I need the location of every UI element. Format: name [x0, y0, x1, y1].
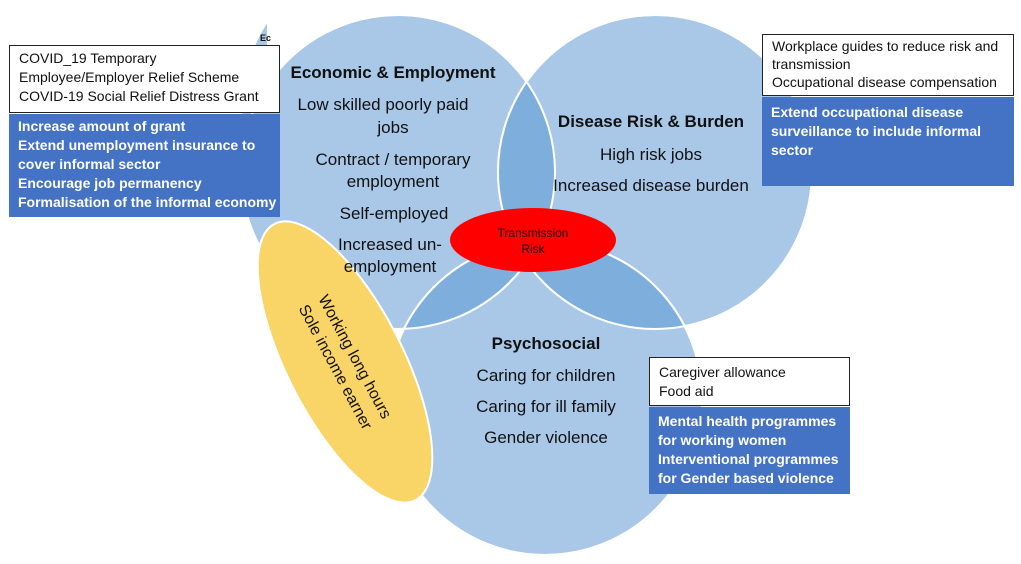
- psychosocial-proposed-measure: Interventional programmes: [658, 451, 839, 467]
- psychosocial-item: Caring for children: [477, 366, 616, 385]
- transmission-risk-line2: Risk: [521, 242, 545, 256]
- economic-existing-measure: COVID_19 Temporary: [19, 50, 157, 66]
- overlap-disease-psychosocial: [498, 241, 702, 329]
- economic-existing-measure: Employee/Employer Relief Scheme: [19, 69, 240, 85]
- transmission-risk-line1: Transmission: [498, 226, 569, 240]
- psychosocial-existing-measure: Food aid: [659, 383, 714, 399]
- psychosocial-proposed-measures-box: Mental health programmes for working wom…: [649, 407, 850, 494]
- psychosocial-existing-measures-box: Caregiver allowance Food aid: [649, 357, 850, 406]
- disease-item: Increased disease burden: [553, 176, 749, 195]
- economic-proposed-measure: Extend unemployment insurance to: [18, 137, 256, 153]
- economic-existing-measure: COVID-19 Social Relief Distress Grant: [19, 88, 259, 104]
- economic-proposed-measure: Formalisation of the informal economy: [18, 194, 277, 210]
- disease-existing-measure: Workplace guides to reduce risk and: [772, 38, 999, 54]
- transmission-risk-ellipse: [450, 208, 616, 272]
- economic-proposed-measure: Encourage job permanency: [18, 175, 202, 191]
- psychosocial-proposed-measure: for working women: [658, 432, 787, 448]
- economic-proposed-measure: cover informal sector: [18, 156, 161, 172]
- psychosocial-proposed-measure: Mental health programmes: [658, 413, 837, 429]
- disease-existing-measure: transmission: [772, 56, 851, 72]
- economic-item: employment: [347, 172, 440, 191]
- disease-proposed-measure: sector: [771, 142, 814, 158]
- economic-proposed-measures-box: Increase amount of grant Extend unemploy…: [9, 114, 280, 217]
- disease-existing-measures-box: Workplace guides to reduce risk and tran…: [762, 34, 1014, 96]
- fragment-label: Ec: [260, 33, 271, 43]
- psychosocial-existing-measure: Caregiver allowance: [659, 364, 786, 380]
- disease-item: High risk jobs: [600, 145, 702, 164]
- disease-proposed-measures-box: Extend occupational disease surveillance…: [762, 97, 1014, 186]
- disease-proposed-measure: Extend occupational disease: [771, 104, 964, 120]
- economic-item: jobs: [376, 118, 408, 137]
- economic-item: Self-employed: [340, 204, 449, 223]
- economic-proposed-measure: Increase amount of grant: [18, 118, 186, 134]
- economic-item: Contract / temporary: [316, 150, 471, 169]
- economic-title: Economic & Employment: [291, 63, 496, 82]
- economic-item: Increased un-: [338, 235, 442, 254]
- economic-item: Low skilled poorly paid: [297, 95, 468, 114]
- psychosocial-proposed-measure: for Gender based violence: [658, 470, 834, 486]
- disease-existing-measure: Occupational disease compensation: [772, 74, 997, 90]
- disease-proposed-measure: surveillance to include informal: [771, 123, 982, 139]
- economic-item: employment: [344, 257, 437, 276]
- economic-existing-measures-box: COVID_19 Temporary Employee/Employer Rel…: [9, 45, 280, 113]
- working-hours-oval: [256, 220, 434, 504]
- psychosocial-item: Caring for ill family: [476, 397, 616, 416]
- disease-title: Disease Risk & Burden: [558, 112, 744, 131]
- psychosocial-title: Psychosocial: [492, 334, 601, 353]
- psychosocial-item: Gender violence: [484, 428, 608, 447]
